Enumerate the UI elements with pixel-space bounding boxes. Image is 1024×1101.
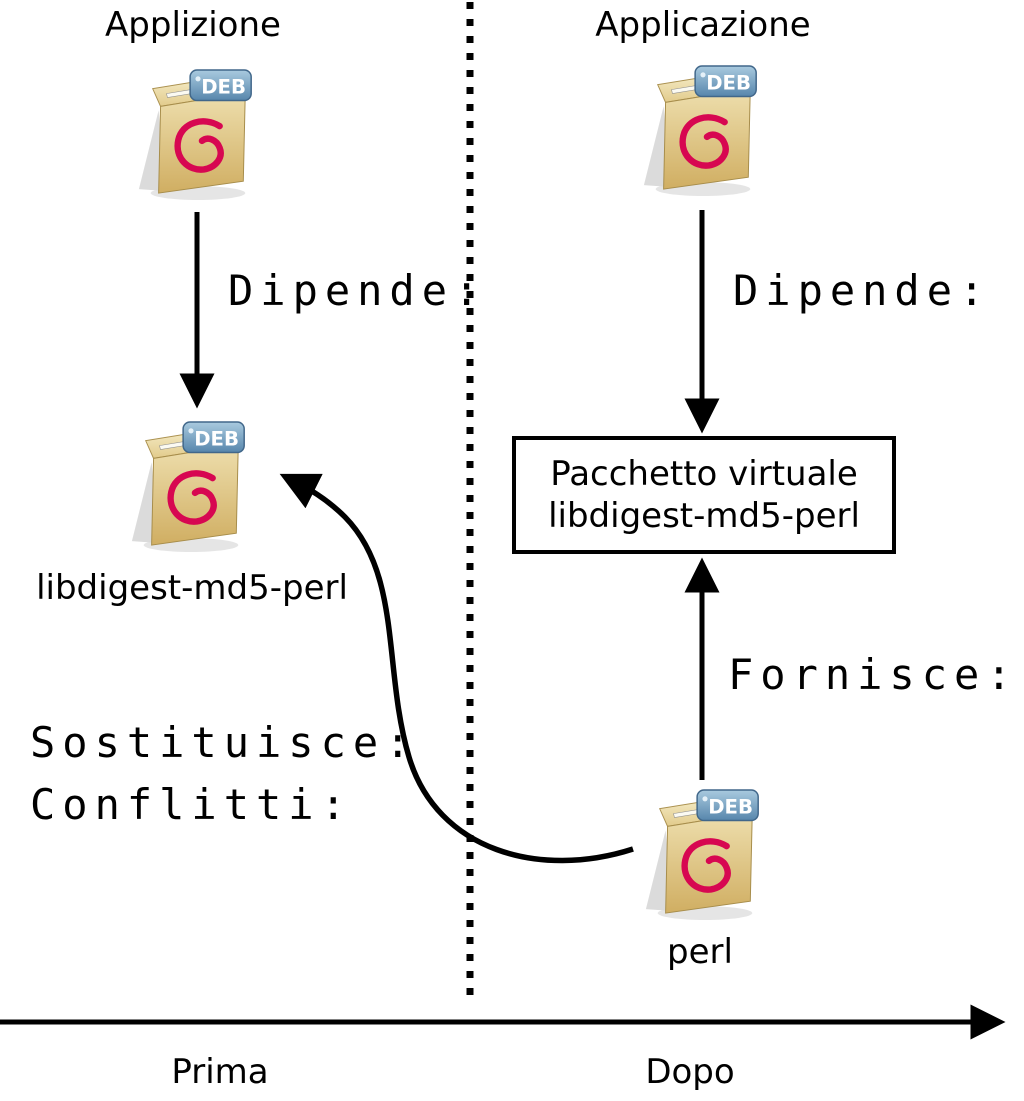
- virtual-package-line2: libdigest-md5-perl: [548, 496, 860, 536]
- axis-label-prima: Prima: [171, 1052, 269, 1092]
- virtual-package-line1: Pacchetto virtuale: [550, 454, 858, 494]
- depends-label-left: Dipende:: [228, 266, 487, 315]
- libdigest-package-label: libdigest-md5-perl: [36, 568, 348, 608]
- depends-label-right: Dipende:: [733, 266, 992, 315]
- replaces-label: Sostituisce:: [30, 718, 418, 767]
- deb-package-icon-application-after: [638, 58, 768, 200]
- left-column-title: Applizione: [105, 5, 281, 45]
- conflicts-label: Conflitti:: [30, 780, 353, 829]
- deb-package-icon-libdigest-md5-perl: [126, 414, 256, 556]
- deb-package-icon-application-before: [133, 62, 263, 204]
- perl-package-label: perl: [667, 932, 733, 972]
- deb-package-icon-perl: [640, 782, 770, 924]
- virtual-package-box: Pacchetto virtuale libdigest-md5-perl: [512, 436, 896, 554]
- axis-label-dopo: Dopo: [645, 1052, 735, 1092]
- right-column-title: Applicazione: [595, 5, 811, 45]
- provides-label: Fornisce:: [728, 650, 1019, 699]
